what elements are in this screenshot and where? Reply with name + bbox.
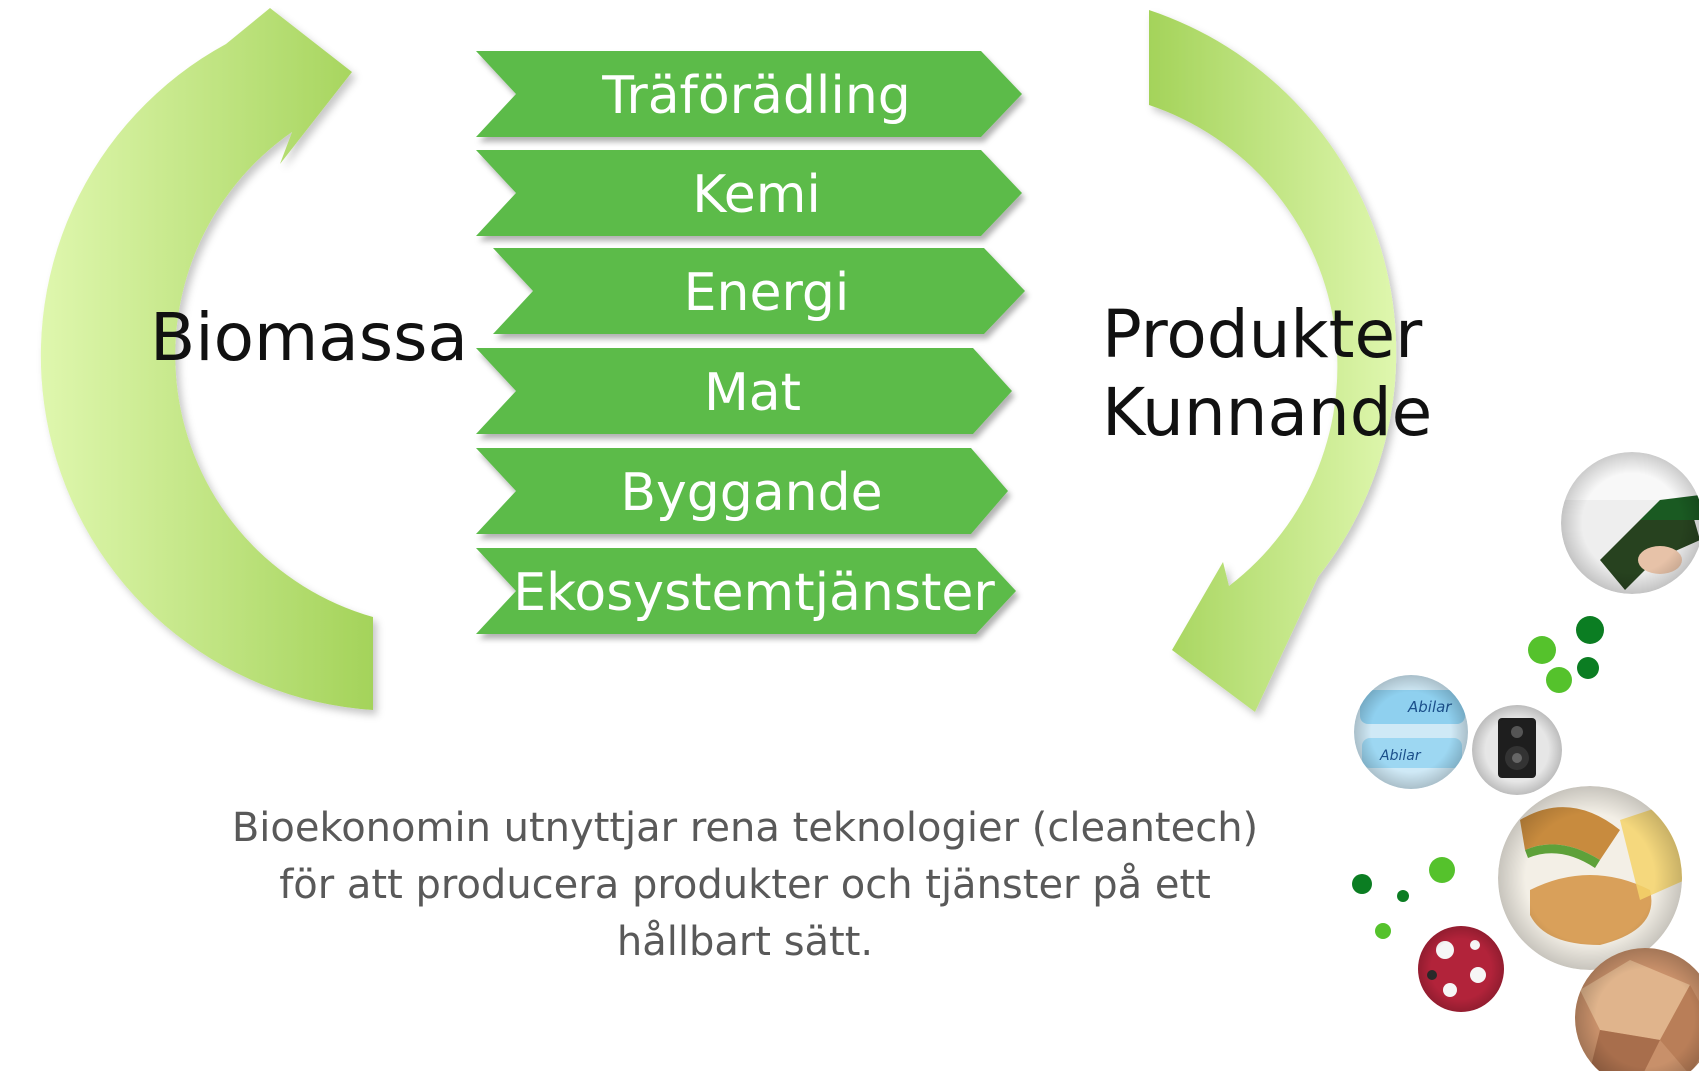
left-cycle-arrow xyxy=(40,8,373,710)
speaker-photo xyxy=(1472,705,1562,795)
caption-text: Bioekonomin utnyttjar rena teknologier (… xyxy=(231,805,1259,965)
sandwich-photo xyxy=(1498,786,1682,970)
hawaiian-shirt-photo xyxy=(1418,926,1504,1012)
wood-veneer-photo xyxy=(1575,948,1699,1071)
decorative-dots xyxy=(1352,616,1604,939)
sector-label: Energi xyxy=(683,263,850,323)
kunnande-label: Kunnande xyxy=(1102,374,1433,451)
sector-label: Kemi xyxy=(692,165,821,225)
sector-label: Ekosystemtjänster xyxy=(513,563,995,623)
produkter-label: Produkter xyxy=(1102,296,1423,373)
sector-label: Mat xyxy=(703,363,802,423)
ointment-tubes-photo: Abilar Abilar xyxy=(1354,675,1468,789)
sector-label: Byggande xyxy=(620,463,883,523)
biomassa-label: Biomassa xyxy=(150,299,468,376)
fuel-nozzle-photo xyxy=(1561,452,1699,594)
right-cycle-arrow xyxy=(1149,10,1397,712)
sector-label: Träförädling xyxy=(602,66,911,126)
